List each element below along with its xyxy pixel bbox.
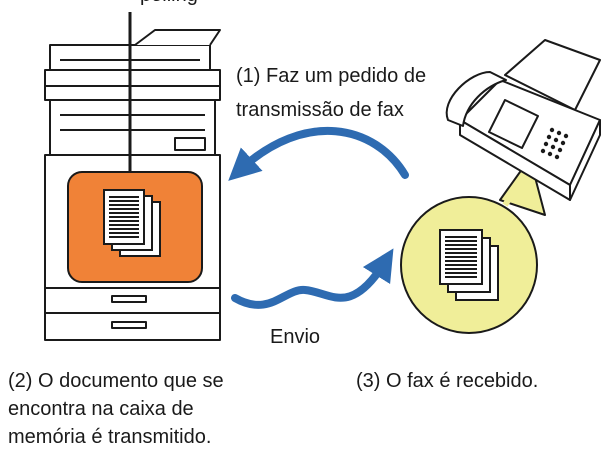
received-document-stack-icon xyxy=(439,229,499,301)
request-arrow xyxy=(228,126,409,181)
received-label: (3) O fax é recebido. xyxy=(356,370,539,392)
document-stack-icon xyxy=(103,189,161,257)
transmitted-label-line-2: encontra na caixa de xyxy=(8,398,194,420)
top-cut-label: polling xyxy=(140,0,198,9)
send-label: Envio xyxy=(270,326,321,348)
request-label-line-2: transmissão de fax xyxy=(236,99,404,121)
send-arrow xyxy=(231,248,394,309)
request-label-line-1: (1) Faz um pedido de xyxy=(236,65,427,87)
fax-machine-icon xyxy=(445,39,601,201)
transmitted-label-line-1: (2) O documento que se xyxy=(8,370,224,392)
transmitted-label-line-3: memória é transmitido. xyxy=(8,426,212,448)
